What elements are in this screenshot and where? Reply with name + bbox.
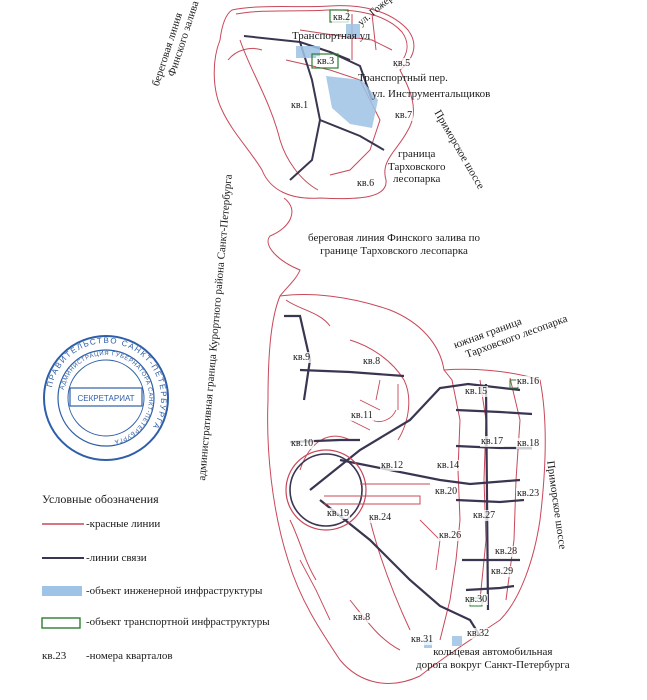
legend-label: -объект инженерной инфраструктуры [86,585,263,597]
quarter-label: кв.32 [466,628,491,639]
legend-label: -линии связи [86,552,147,564]
quarter-label: кв.17 [480,436,505,447]
stamp-center-text: СЕКРЕТАРИАТ [77,394,134,403]
quarter-label: кв.28 [494,546,519,557]
quarter-label: кв.10 [290,438,315,449]
south-comm-lines [284,314,533,637]
legend-label: -объект транспортной инфраструктуры [86,616,270,628]
legend-item-engineering: -объект инженерной инфраструктуры [86,585,262,597]
quarter-label: кв.30 [464,594,489,605]
label-transportny-ul: Транспортная ул [292,30,371,42]
quarter-label: кв.16 [516,376,541,387]
north-area [213,5,415,200]
granica-line1: граница [398,148,436,160]
quarter-label: кв.29 [490,566,515,577]
quarter-label: кв.1 [290,100,310,111]
label-ring-road: кольцевая автомобильная дорога вокруг Са… [416,646,570,671]
legend-item-transport: -объект транспортной инфраструктуры [86,616,270,628]
quarter-label: кв.20 [434,486,459,497]
quarter-label: кв.24 [368,512,393,523]
quarter-label: кв.26 [438,530,463,541]
ring-road-line1: кольцевая автомобильная [433,646,553,658]
legend-item-quarter-numbers: кв.23 -номера кварталов [42,650,173,662]
coast-middle-line1: береговая линия Финского залива по [308,232,481,244]
quarter-label: кв.27 [472,510,497,521]
legend-title: Условные обозначения [42,492,159,506]
label-transportny-per: Транспортный пер. [358,72,448,84]
quarter-label: кв.14 [436,460,461,471]
quarter-label: кв.23 [516,488,541,499]
quarter-label: кв.2 [332,12,352,23]
central-circle [285,449,430,531]
quarter-label: кв.5 [392,58,412,69]
quarter-label: кв.31 [410,634,435,645]
quarter-label: кв.15 [464,386,489,397]
label-ul-instrumentalshchikov: ул. Инструментальщиков [372,88,491,100]
north-engineering [296,24,378,128]
quarter-label: кв.6 [356,178,376,189]
quarter-label: кв.8 [352,612,372,623]
granica-line2: Тарховского [388,160,446,173]
quarter-label: кв.8 [362,356,382,367]
quarter-label: кв.9 [292,352,312,363]
granica-line3: лесопарка [393,173,441,186]
official-stamp: ПРАВИТЕЛЬСТВО САНКТ-ПЕТЕРБУРГА АДМИНИСТР… [43,335,169,461]
quarter-label: кв.19 [326,508,351,519]
quarter-label: кв.7 [394,110,414,121]
legend-symbols [41,523,84,629]
quarter-label: кв.18 [516,438,541,449]
ring-road-line2: дорога вокруг Санкт-Петербурга [416,658,570,671]
coast-connector [267,197,301,297]
legend-label: -красные линии [86,518,161,530]
label-coast-middle: береговая линия Финского залива по грани… [308,232,480,257]
coast-middle-line2: границе Тарховского лесопарка [320,244,468,257]
quarter-label: кв.12 [380,460,405,471]
legend-kv-symbol: кв.23 [42,650,67,662]
legend-item-red-lines: -красные линии [86,518,160,530]
legend-item-comm-lines: -линии связи [86,552,147,564]
quarter-label: кв.3 [316,56,336,67]
quarter-label: кв.11 [350,410,374,421]
label-granica-tarkhov: граница Тарховского лесопарка [388,148,445,186]
legend-label: -номера кварталов [86,650,173,662]
